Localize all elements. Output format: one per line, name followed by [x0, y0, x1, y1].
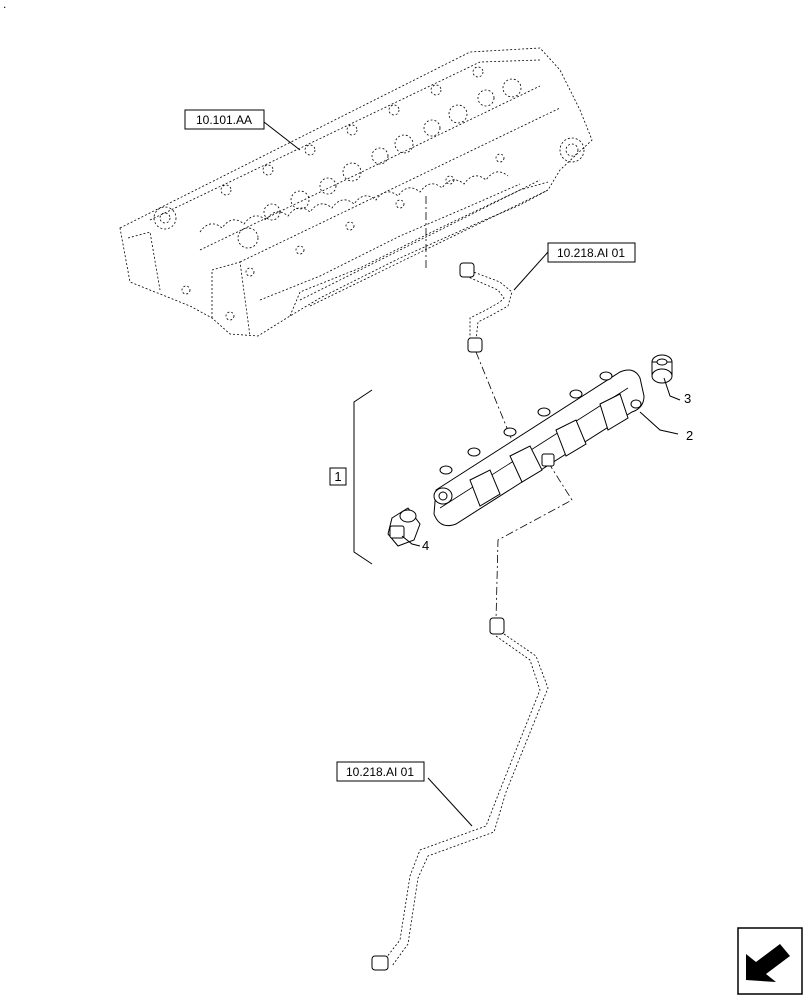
lower-pipe-top-fitting	[489, 617, 505, 635]
ref-cylinder-head[interactable]: 10.101.AA	[184, 109, 265, 130]
svg-text:1: 1	[334, 469, 341, 484]
svg-text:10.218.AI 01: 10.218.AI 01	[346, 765, 414, 779]
callout-4: 4	[422, 538, 429, 553]
rail-inlet-fitting	[541, 453, 555, 467]
leader-3	[663, 377, 681, 401]
ref-upper-pipe[interactable]: 10.218.AI 01	[547, 242, 636, 263]
svg-text:10.218.AI 01: 10.218.AI 01	[557, 246, 625, 260]
ref-lower-pipe[interactable]: 10.218.AI 01	[336, 761, 425, 782]
lower-pipe-bottom-fitting	[371, 955, 389, 971]
upper-pipe-end-fitting	[467, 337, 483, 353]
upper-fuel-pipe	[459, 262, 513, 353]
upper-pipe-fitting	[459, 262, 475, 278]
leader-lower-pipe	[427, 777, 473, 827]
leader-2	[639, 411, 679, 435]
svg-text:10.101.AA: 10.101.AA	[196, 113, 252, 127]
leader-cylinder-head	[263, 121, 301, 151]
centerline-lower	[495, 461, 573, 621]
callout-3: 3	[684, 391, 691, 406]
rail-plug	[651, 354, 673, 384]
fuel-rail	[433, 369, 645, 527]
callout-2: 2	[686, 428, 693, 443]
next-page-arrow-icon[interactable]	[737, 927, 803, 995]
lower-fuel-pipe	[371, 617, 549, 971]
callout-group-1: 1	[329, 467, 347, 486]
cylinder-head-phantom	[119, 47, 593, 337]
group-bracket	[353, 389, 373, 565]
leader-upper-pipe	[513, 251, 549, 291]
corner-mark: .	[3, 0, 6, 11]
pressure-sensor	[387, 507, 421, 547]
leader-4	[401, 535, 421, 547]
